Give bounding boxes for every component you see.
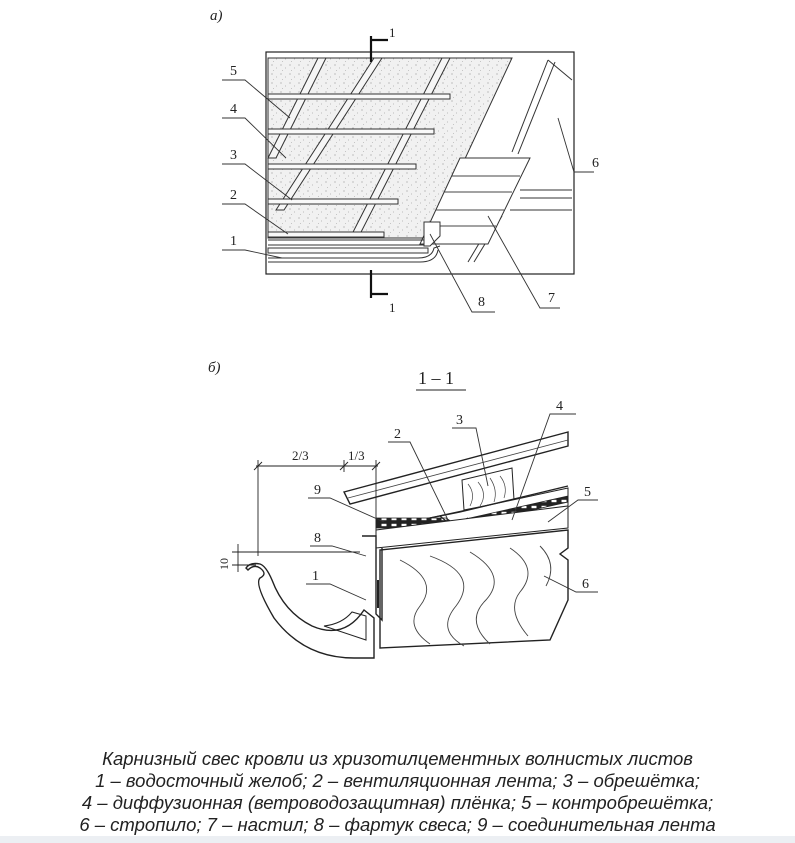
fig-a-callout-3: 3	[230, 148, 237, 163]
caption-line-1: 1 – водосточный желоб; 2 – вентиляционна…	[95, 770, 700, 791]
figure-b-label: б)	[208, 360, 221, 376]
section-mark-top	[369, 36, 388, 62]
caption-title: Карнизный свес кровли из хризотилцементн…	[102, 748, 693, 769]
dim-one-third: 1/3	[348, 448, 365, 463]
membrane-line	[419, 485, 569, 521]
dimension-lines	[232, 460, 381, 572]
fig-b-callout-5: 5	[584, 485, 591, 500]
decking	[419, 157, 531, 245]
fig-a-callout-4: 4	[230, 102, 237, 117]
fig-a-callout-6: 6	[592, 156, 599, 171]
fig-b-callout-9: 9	[314, 483, 321, 498]
drip-apron	[423, 221, 441, 247]
rafter-grain	[399, 545, 552, 647]
fig-b-callout-1: 1	[312, 569, 319, 584]
dim-two-thirds: 2/3	[292, 448, 309, 463]
gutter-bracket	[323, 611, 367, 641]
figure-a-label: а)	[210, 8, 223, 24]
gutter	[267, 239, 441, 263]
section-mark-bottom-label: 1	[389, 300, 396, 315]
fig-b-callout-4: 4	[556, 399, 563, 414]
figure-a-leaders	[222, 79, 594, 313]
section-title: 1 – 1	[418, 368, 454, 388]
fig-a-callout-8: 8	[478, 295, 485, 310]
bottom-strip	[0, 836, 795, 843]
batten-grain	[467, 475, 506, 507]
figure-a-frame	[265, 51, 575, 275]
corrugated-sheet	[342, 431, 569, 505]
fig-a-callout-1: 1	[230, 234, 237, 249]
caption-line-2: 4 – диффузионная (ветроводозащитная) плё…	[81, 792, 714, 813]
section-mark-bottom	[369, 270, 388, 298]
figure-b-leaders	[306, 413, 598, 601]
fig-b-callout-2: 2	[394, 427, 401, 442]
figure-a: а)	[210, 8, 599, 315]
section-mark-top-label: 1	[389, 25, 396, 40]
fig-b-callout-3: 3	[456, 413, 463, 428]
dim-ten: 10	[217, 558, 231, 570]
fig-a-callout-5: 5	[230, 64, 237, 79]
battens	[267, 93, 451, 238]
fig-a-callout-7: 7	[548, 291, 555, 306]
fig-b-callout-8: 8	[314, 531, 321, 546]
apron-section	[362, 535, 383, 622]
fig-a-callout-2: 2	[230, 188, 237, 203]
fig-b-callout-6: 6	[582, 577, 589, 592]
figure-b: б) 1 – 1	[208, 360, 598, 659]
caption-line-3: 6 – стропило; 7 – настил; 8 – фартук све…	[79, 814, 716, 835]
sheet-inner-line	[347, 439, 569, 499]
gutter-section	[245, 562, 375, 659]
rafter-section	[379, 529, 569, 649]
